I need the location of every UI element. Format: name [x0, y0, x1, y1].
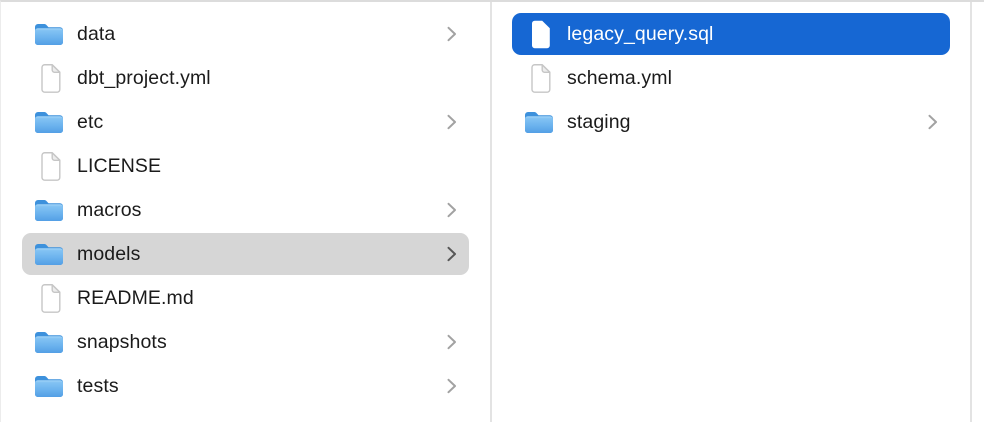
- chevron-right-icon: [447, 334, 457, 350]
- item-label: snapshots: [77, 330, 167, 353]
- folder-icon: [34, 106, 64, 138]
- item-label: staging: [567, 110, 631, 133]
- item-label: tests: [77, 374, 119, 397]
- list-item-readme-md[interactable]: README.md: [22, 277, 469, 319]
- folder-icon: [34, 194, 64, 226]
- item-label: etc: [77, 110, 104, 133]
- chevron-right-icon: [928, 114, 938, 130]
- item-label: schema.yml: [567, 66, 673, 89]
- list-item-data[interactable]: data: [22, 13, 469, 55]
- item-label: models: [77, 242, 141, 265]
- folder-icon: [34, 238, 64, 270]
- list-item-staging[interactable]: staging: [512, 101, 950, 143]
- chevron-right-icon: [447, 202, 457, 218]
- list-item-snapshots[interactable]: snapshots: [22, 321, 469, 363]
- file-icon: [524, 62, 554, 94]
- folder-icon: [524, 106, 554, 138]
- file-icon: [34, 282, 64, 314]
- list-item-legacy-query-sql[interactable]: legacy_query.sql: [512, 13, 950, 55]
- folder-icon: [34, 370, 64, 402]
- item-label: data: [77, 22, 116, 45]
- chevron-right-icon: [447, 378, 457, 394]
- file-icon: [34, 150, 64, 182]
- file-icon: [34, 62, 64, 94]
- item-label: dbt_project.yml: [77, 66, 211, 89]
- column-empty: [972, 2, 984, 422]
- chevron-right-icon: [447, 114, 457, 130]
- item-label: README.md: [77, 286, 194, 309]
- list-item-license[interactable]: LICENSE: [22, 145, 469, 187]
- list-item-models[interactable]: models: [22, 233, 469, 275]
- list-item-schema-yml[interactable]: schema.yml: [512, 57, 950, 99]
- list-item-etc[interactable]: etc: [22, 101, 469, 143]
- item-label: macros: [77, 198, 142, 221]
- folder-icon: [34, 18, 64, 50]
- column-child: legacy_query.sql schema.yml staging: [492, 2, 972, 422]
- folder-icon: [34, 326, 64, 358]
- list-item-dbt-project-yml[interactable]: dbt_project.yml: [22, 57, 469, 99]
- file-icon: [524, 18, 554, 50]
- chevron-right-icon: [447, 246, 457, 262]
- chevron-right-icon: [447, 26, 457, 42]
- item-label: LICENSE: [77, 154, 162, 177]
- item-label: legacy_query.sql: [567, 22, 714, 45]
- list-item-macros[interactable]: macros: [22, 189, 469, 231]
- list-item-tests[interactable]: tests: [22, 365, 469, 407]
